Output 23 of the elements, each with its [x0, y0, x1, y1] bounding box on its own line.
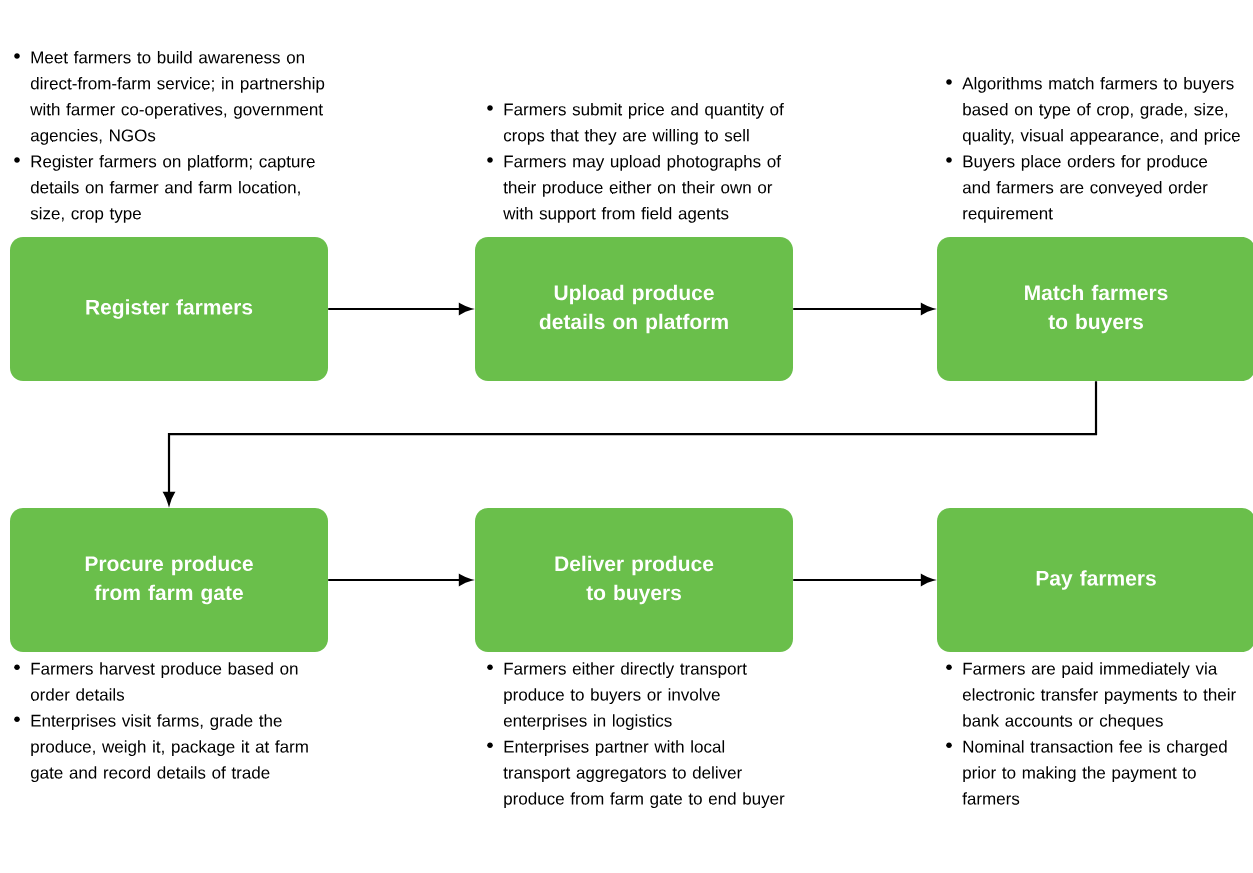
- bullet-text: Buyers place orders for produce and farmers are conveyed order requirement: [962, 154, 1208, 223]
- bullet-text: Farmers harvest produce based on order details: [30, 662, 298, 701]
- bullet-text: Meet farmers to build awareness on direct-from-farm service; in partnership with farmer co-operatives, government agencies, NGOs: [30, 50, 325, 145]
- arrow: [793, 303, 934, 315]
- process-box: Match farmers to buyers: [937, 237, 1253, 381]
- bullet-text: Algorithms match farmers to buyers based on type of crop, grade, size, quality, visual appearance, and price: [962, 76, 1240, 145]
- process-box: Procure produce from farm gate: [10, 508, 328, 652]
- bullet-text: Enterprises partner with local transport aggregators to deliver produce from farm gate to end buyer: [503, 740, 785, 809]
- bullet-text: Nominal transaction fee is charged prior to making the payment to farmers: [962, 740, 1227, 805]
- arrow: [163, 381, 1098, 505]
- process-box: Deliver produce to buyers: [475, 508, 793, 652]
- arrow: [328, 574, 472, 586]
- bullet-text: Enterprises visit farms, grade the produce, weigh it, package it at farm gate and record details of trade: [30, 714, 308, 783]
- bullet-text: Farmers are paid immediately via electronic transfer payments to their bank accounts or cheques: [962, 662, 1236, 731]
- bullet-text: Farmers may upload photographs of their produce either on their own or with support from field agents: [503, 154, 781, 223]
- bullet-text: Register farmers on platform; capture details on farmer and farm location, size, crop type: [30, 154, 315, 223]
- process-box: Pay farmers: [937, 508, 1253, 652]
- arrow: [793, 574, 934, 586]
- bullet-text: Farmers submit price and quantity of crops that they are willing to sell: [503, 102, 784, 145]
- arrow: [328, 303, 472, 315]
- process-box: Register farmers: [10, 237, 328, 381]
- process-box: Upload produce details on platform: [475, 237, 793, 381]
- bullet-text: Farmers either directly transport produce to buyers or involve enterprises in logistics: [503, 662, 747, 731]
